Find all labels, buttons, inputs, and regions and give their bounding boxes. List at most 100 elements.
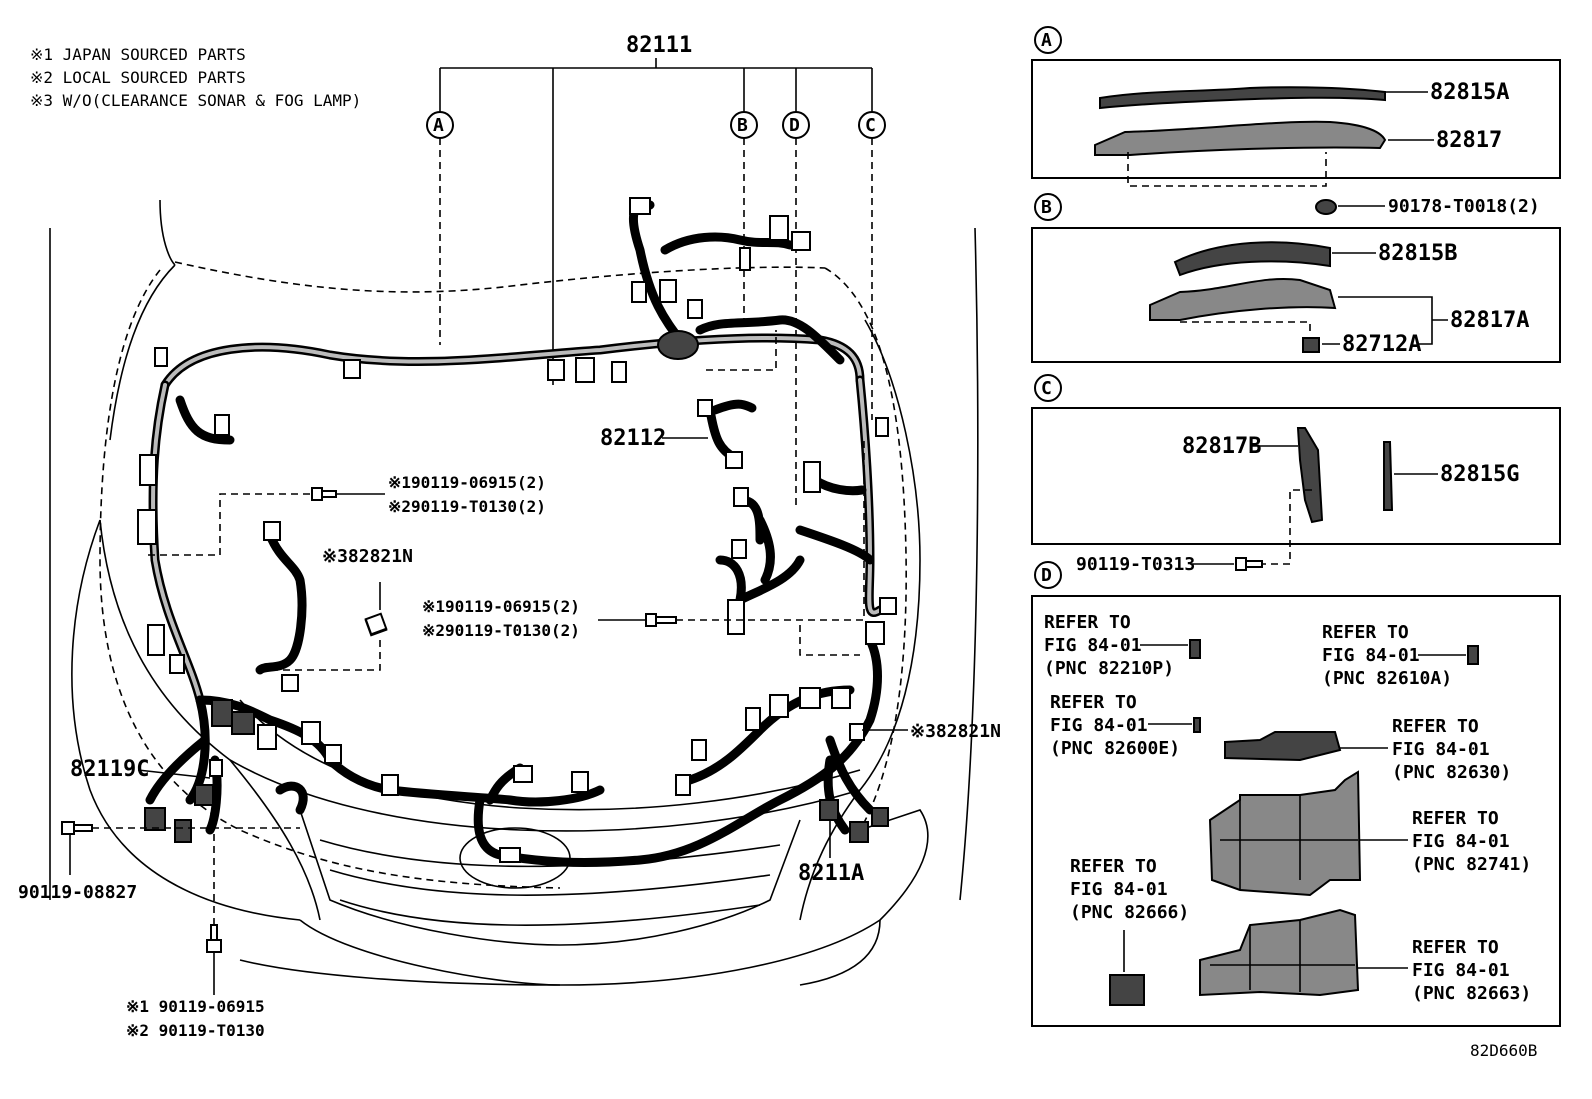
part-number-clip-upper-1[interactable]: ※190119-06915(2) (388, 473, 546, 492)
bolt-icon (61, 821, 93, 835)
ref-82666-line1: REFER TO (1070, 856, 1157, 877)
ref-82610a-line1: REFER TO (1322, 622, 1409, 643)
connector (799, 687, 821, 709)
harness-connectors (137, 197, 897, 863)
connector (547, 359, 565, 381)
connector (343, 359, 361, 379)
detail-c-frame (1031, 407, 1561, 545)
ref-82666-line3[interactable]: (PNC 82666) (1070, 902, 1189, 923)
part-number-clip-middle-1[interactable]: ※190119-06915(2) (422, 597, 580, 616)
connector (211, 699, 233, 727)
connector (769, 215, 789, 241)
note-3: ※3 W/O(CLEARANCE SONAR & FOG LAMP) (30, 91, 361, 110)
part-number-clip-middle-2[interactable]: ※290119-T0130(2) (422, 621, 580, 640)
ref-82741-line3[interactable]: (PNC 82741) (1412, 854, 1531, 875)
connector (697, 399, 713, 417)
ref-82600e-line2[interactable]: FIG 84-01 (1050, 715, 1148, 736)
part-number-90119-t0313[interactable]: 90119-T0313 (1076, 554, 1195, 575)
connector (727, 599, 745, 635)
connector (691, 739, 707, 761)
part-number-bolt-bottom-2[interactable]: ※2 90119-T0130 (126, 1021, 265, 1040)
callout-d[interactable]: D (789, 115, 800, 136)
part-number-90119-08827[interactable]: 90119-08827 (18, 882, 137, 903)
part-number-82815b[interactable]: 82815B (1378, 241, 1457, 266)
bracket-82817b-icon (1296, 427, 1324, 524)
part-number-82821n-left[interactable]: ※382821N (322, 546, 413, 567)
callout-a[interactable]: A (433, 115, 444, 136)
connector (257, 724, 277, 750)
main-harness-callout: 82111 A B D C (426, 33, 886, 510)
part-number-82119c[interactable]: 82119C (70, 757, 149, 782)
part-number-8211a[interactable]: 8211A (798, 861, 864, 886)
ref-82630-line3[interactable]: (PNC 82630) (1392, 762, 1511, 783)
part-number-90178-t0018[interactable]: 90178-T0018(2) (1388, 196, 1540, 217)
part-number-82817a[interactable]: 82817A (1450, 308, 1529, 333)
bolt-icon (645, 613, 677, 627)
ref-82610a-line3[interactable]: (PNC 82610A) (1322, 668, 1452, 689)
relay-icon (1189, 639, 1201, 659)
part-number-82815a[interactable]: 82815A (1430, 80, 1509, 105)
connector (575, 357, 595, 383)
ref-82663-line2[interactable]: FIG 84-01 (1412, 960, 1510, 981)
part-number-82821n-right[interactable]: ※382821N (910, 721, 1001, 742)
clip-icon (1315, 199, 1337, 215)
connector (137, 509, 157, 545)
callout-c[interactable]: C (865, 115, 876, 136)
connector (659, 279, 677, 303)
connector (803, 461, 821, 493)
part-number-82817[interactable]: 82817 (1436, 128, 1502, 153)
ref-82600e-line1: REFER TO (1050, 692, 1137, 713)
bolt-icon (311, 487, 337, 501)
detail-a-tag: A (1041, 30, 1052, 51)
connector (209, 759, 223, 777)
connector (144, 807, 166, 831)
bracket-82815b-icon (1173, 241, 1331, 277)
bracket-82817a-icon (1149, 278, 1337, 321)
bolt-icon (1235, 557, 1263, 571)
connector (231, 711, 255, 735)
ref-82610a-line2[interactable]: FIG 84-01 (1322, 645, 1420, 666)
bracket-82815g-icon (1383, 441, 1394, 511)
connector (819, 799, 839, 821)
ref-82666-line2[interactable]: FIG 84-01 (1070, 879, 1168, 900)
connector (629, 197, 651, 215)
detail-d-frame (1031, 595, 1561, 1027)
ref-82600e-line3[interactable]: (PNC 82600E) (1050, 738, 1180, 759)
clip-icon (1302, 337, 1320, 353)
connector (324, 744, 342, 764)
connector (513, 765, 533, 783)
connector (739, 247, 751, 271)
connector (875, 417, 889, 437)
connector (214, 414, 230, 436)
connector (731, 539, 747, 559)
part-number-82111[interactable]: 82111 (626, 33, 692, 58)
detail-c-tag: C (1041, 378, 1052, 399)
ref-82630-line2[interactable]: FIG 84-01 (1392, 739, 1490, 760)
part-number-bolt-bottom-1[interactable]: ※1 90119-06915 (126, 997, 265, 1016)
main-part-labels: 82112 ※190119-06915(2) ※290119-T0130(2) … (18, 330, 1001, 1040)
connector (879, 597, 897, 615)
part-number-82712a[interactable]: 82712A (1342, 332, 1421, 357)
callout-b[interactable]: B (737, 115, 748, 136)
ref-82210p-line2[interactable]: FIG 84-01 (1044, 635, 1142, 656)
relay-block-icon (1199, 908, 1360, 997)
bracket-82815a-icon (1099, 86, 1386, 110)
fuse-block-icon (1224, 731, 1342, 762)
engine-wire-harness (137, 197, 897, 867)
connector (611, 361, 627, 383)
part-number-82817b[interactable]: 82817B (1182, 434, 1261, 459)
connector (849, 821, 869, 843)
connector (194, 784, 214, 806)
connector (871, 807, 889, 827)
ref-82210p-line3[interactable]: (PNC 82210P) (1044, 658, 1174, 679)
connector (745, 707, 761, 731)
connector (631, 281, 647, 303)
ref-82741-line2[interactable]: FIG 84-01 (1412, 831, 1510, 852)
ref-82663-line3[interactable]: (PNC 82663) (1412, 983, 1531, 1004)
ref-82741-line1: REFER TO (1412, 808, 1499, 829)
part-number-82815g[interactable]: 82815G (1440, 462, 1519, 487)
connector (733, 487, 749, 507)
bolt-icon (206, 924, 222, 953)
part-number-82112[interactable]: 82112 (600, 426, 666, 451)
part-number-clip-upper-2[interactable]: ※290119-T0130(2) (388, 497, 546, 516)
